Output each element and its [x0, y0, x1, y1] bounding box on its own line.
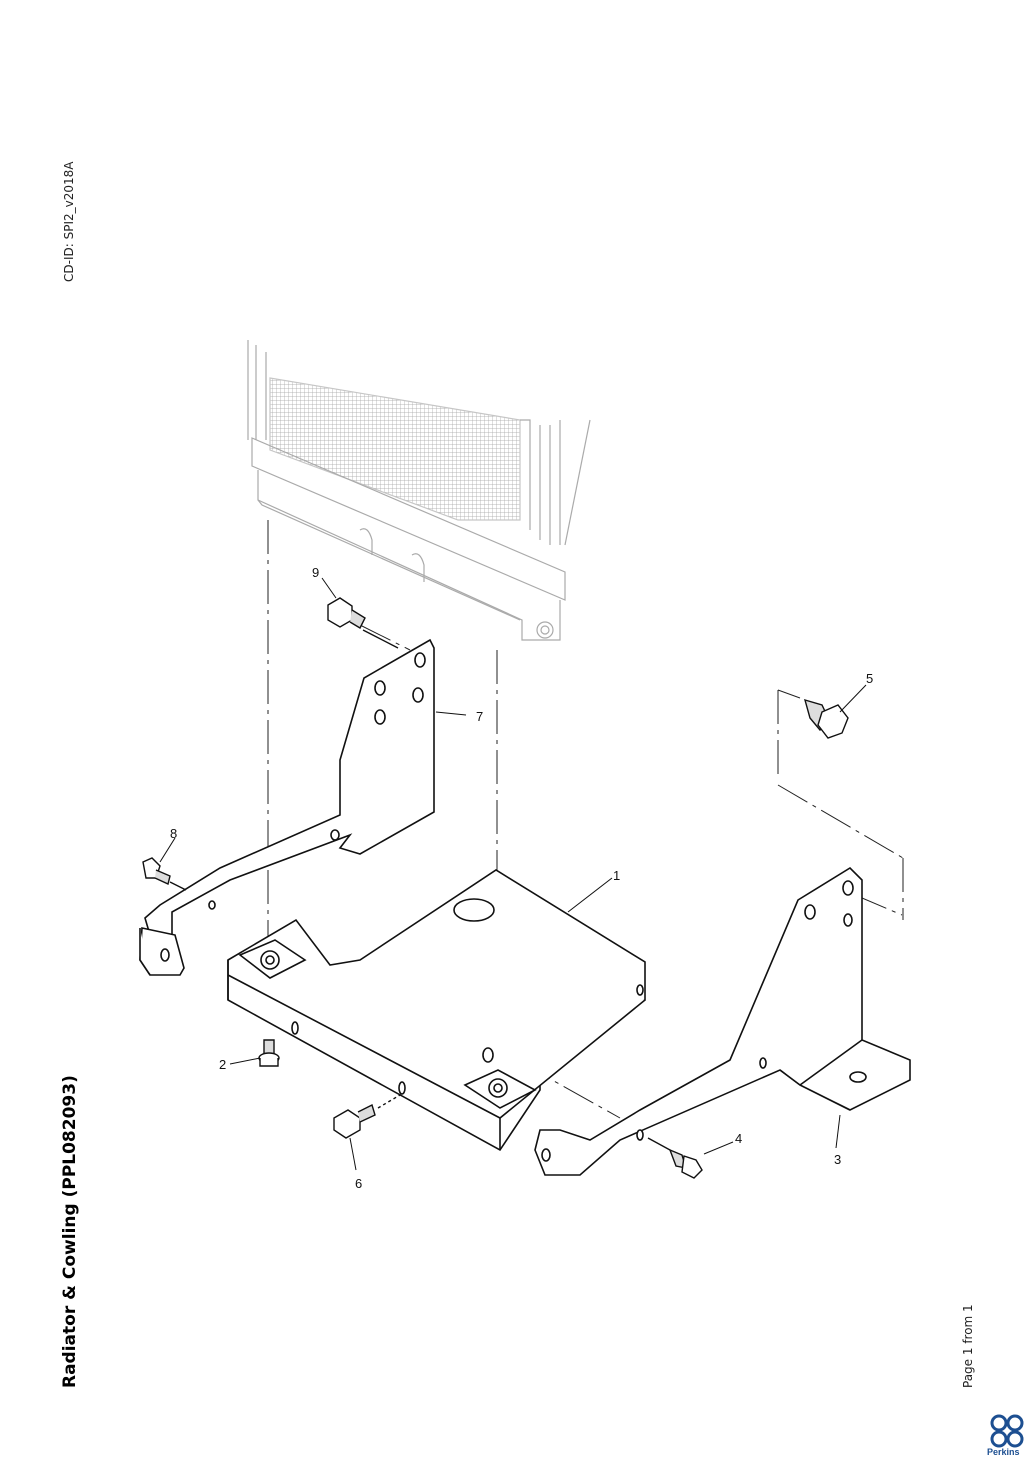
perkins-logo-icon	[990, 1414, 1024, 1448]
bolt-part-5-icon	[803, 698, 849, 739]
callout-1: 1	[613, 868, 620, 883]
callout-2: 2	[219, 1057, 226, 1072]
radiator-ghost	[247, 340, 591, 641]
callout-3: 3	[834, 1152, 841, 1167]
bolt-part-2-icon	[258, 1039, 280, 1067]
base-tray-part-1	[227, 869, 646, 1152]
bolt-part-8-icon	[142, 857, 187, 891]
callout-7: 7	[476, 709, 483, 724]
leader-lines	[159, 577, 867, 1171]
callout-6: 6	[355, 1176, 362, 1191]
callout-8: 8	[170, 826, 177, 841]
bolt-part-6-icon	[333, 1094, 401, 1139]
bracket-part-7	[139, 638, 435, 976]
callout-5: 5	[866, 671, 873, 686]
brand-name: Perkins	[987, 1447, 1020, 1457]
bracket-part-3	[534, 866, 911, 1176]
bolt-part-4-icon	[647, 1137, 703, 1179]
callout-9: 9	[312, 565, 319, 580]
bolt-part-9-icon	[327, 597, 399, 649]
callout-4: 4	[735, 1131, 742, 1146]
